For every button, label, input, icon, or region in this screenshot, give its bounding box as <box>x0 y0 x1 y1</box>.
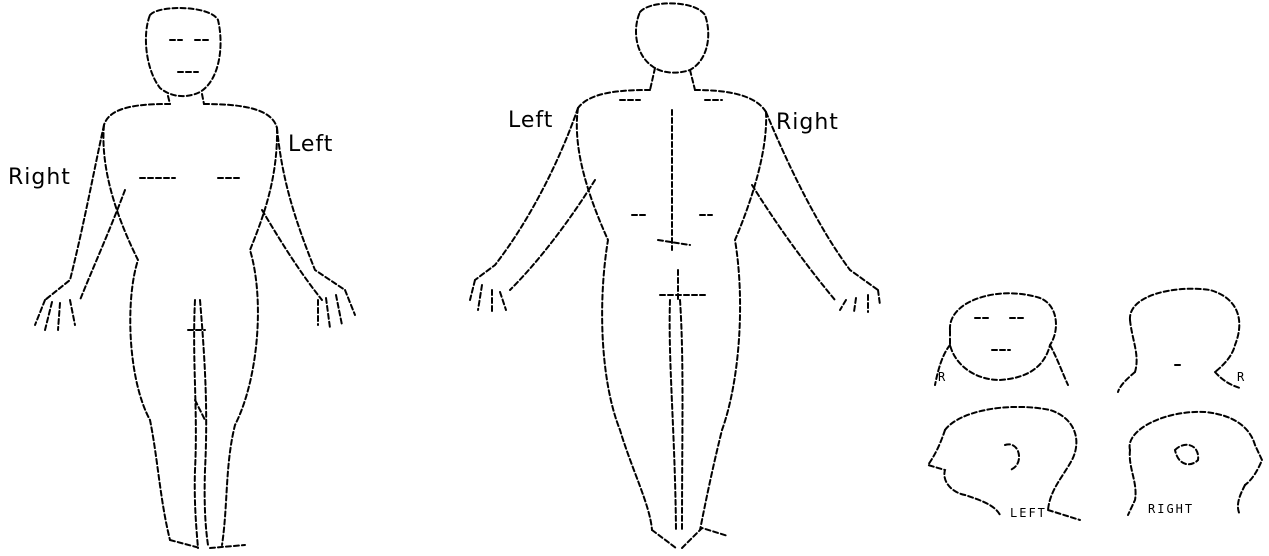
front-right-label: Right <box>8 165 71 190</box>
head-left-label: LEFT <box>1010 506 1047 520</box>
front-figure <box>35 8 355 548</box>
head-back <box>1118 289 1240 392</box>
back-left-label: Left <box>508 108 553 133</box>
head-left-side <box>928 407 1080 520</box>
head-front <box>935 293 1068 385</box>
back-head <box>636 3 708 72</box>
head-right-side <box>1128 412 1262 515</box>
back-right-label: Right <box>776 110 839 135</box>
head-front-r-label: R <box>938 370 947 384</box>
front-head <box>146 8 221 96</box>
head-back-r-label: R <box>1237 370 1246 384</box>
back-figure <box>470 3 880 548</box>
head-right-label: RIGHT <box>1148 502 1194 516</box>
front-left-label: Left <box>288 132 333 157</box>
